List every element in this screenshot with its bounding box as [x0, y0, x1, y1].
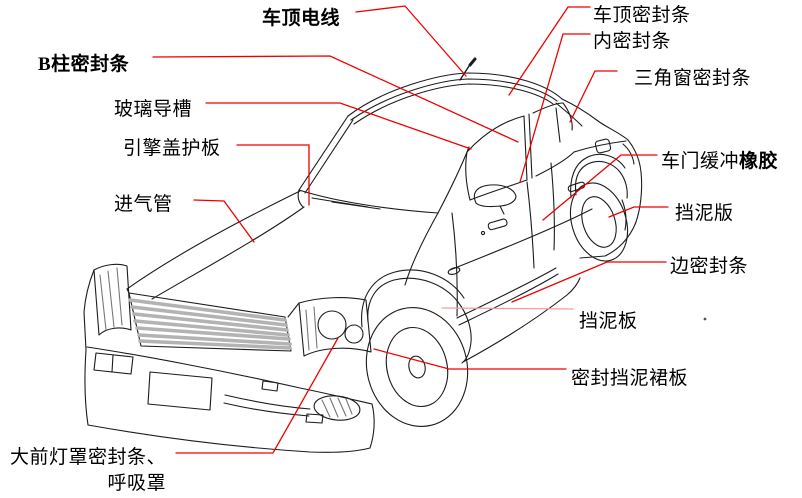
leader-triangle-window-seal — [569, 70, 618, 123]
label-roof-seal: 车顶密封条 — [593, 6, 691, 26]
leader-roof-seal — [508, 6, 591, 96]
leader-side-seal — [511, 261, 667, 303]
license-plate — [147, 371, 213, 411]
car-line-art — [83, 57, 707, 453]
grille-bars — [128, 298, 292, 350]
roof-antenna-icon — [459, 57, 477, 81]
leader-inner-seal — [519, 33, 591, 183]
label-intake-pipe-text: 进气管 — [114, 194, 173, 215]
label-seal-mud-skirt-text: 密封挡泥裙板 — [571, 368, 689, 389]
label-mud-flap: 挡泥板 — [579, 312, 638, 332]
car-hood — [126, 190, 439, 300]
label-side-seal-text: 边密封条 — [670, 256, 749, 277]
car-front-door-window — [465, 113, 533, 201]
label-mud-flap-text: 挡泥板 — [579, 311, 638, 332]
rear-mud-guard — [621, 199, 627, 231]
label-glass-run-text: 玻璃导槽 — [114, 99, 193, 120]
label-b-pillar-seal-text: B柱密封条 — [38, 54, 130, 75]
label-headlight-seal-line2: 呼吸罩 — [8, 471, 166, 497]
label-roof-wire-text: 车顶电线 — [262, 8, 341, 29]
label-roof-seal-text: 车顶密封条 — [593, 5, 691, 26]
leader-headlight-seal — [175, 337, 339, 454]
car-front-fascia — [83, 263, 375, 453]
car-front-wheel — [361, 269, 472, 428]
front-door-handle — [487, 218, 508, 231]
label-fender-guard-text: 挡泥版 — [675, 203, 734, 224]
car-rear-wheel — [569, 153, 629, 262]
label-door-buffer: 车门缓冲橡胶 — [661, 152, 778, 172]
label-intake-pipe: 进气管 — [114, 195, 173, 215]
leader-seal-mud-skirt — [373, 348, 567, 370]
rear-door-handle — [567, 181, 586, 193]
label-hood-guard: 引擎盖护板 — [123, 139, 221, 159]
left-headlight — [93, 263, 132, 336]
side-mirror — [473, 184, 517, 215]
label-triangle-window-seal-text: 三角窗密封条 — [634, 68, 752, 89]
label-triangle-window-seal: 三角窗密封条 — [634, 69, 751, 89]
stray-dot — [703, 317, 707, 321]
car-quarter-window — [532, 102, 575, 177]
label-seal-mud-skirt: 密封挡泥裙板 — [571, 369, 688, 389]
car-doors — [447, 162, 593, 363]
leader-door-buffer — [542, 154, 658, 221]
leader-intake-pipe — [193, 199, 255, 243]
label-headlight-seal: 大前灯罩密封条、 呼吸罩 — [8, 445, 166, 496]
leader-hood-guard — [236, 144, 310, 206]
leader-glass-run — [205, 102, 472, 150]
leader-mud-flap — [441, 307, 574, 310]
label-headlight-seal-line1-text: 大前灯罩密封条、 — [9, 447, 166, 468]
label-fender-guard: 挡泥版 — [675, 204, 734, 224]
fender-emblem — [447, 267, 461, 275]
leader-roof-wire — [355, 5, 467, 77]
label-roof-wire: 车顶电线 — [262, 9, 340, 29]
car-trunk — [555, 98, 643, 259]
label-headlight-seal-line2-text: 呼吸罩 — [107, 472, 166, 494]
label-inner-seal: 内密封条 — [593, 32, 671, 52]
car-roof — [347, 72, 563, 125]
leader-lines — [152, 5, 669, 454]
leader-fender-guard — [608, 206, 669, 218]
label-glass-run: 玻璃导槽 — [114, 100, 192, 120]
right-headlight — [298, 297, 372, 357]
label-door-buffer-bold: 橡胶 — [739, 151, 779, 172]
leader-b-pillar-seal — [152, 55, 519, 143]
label-b-pillar-seal: B柱密封条 — [38, 55, 129, 75]
label-hood-guard-text: 引擎盖护板 — [123, 138, 221, 159]
fog-lamp — [313, 395, 361, 421]
label-door-buffer-normal: 车门缓冲 — [661, 151, 740, 172]
label-side-seal: 边密封条 — [670, 257, 748, 277]
label-headlight-seal-line1: 大前灯罩密封条、 — [8, 445, 166, 471]
car-windshield — [297, 115, 470, 214]
label-inner-seal-text: 内密封条 — [593, 31, 672, 52]
